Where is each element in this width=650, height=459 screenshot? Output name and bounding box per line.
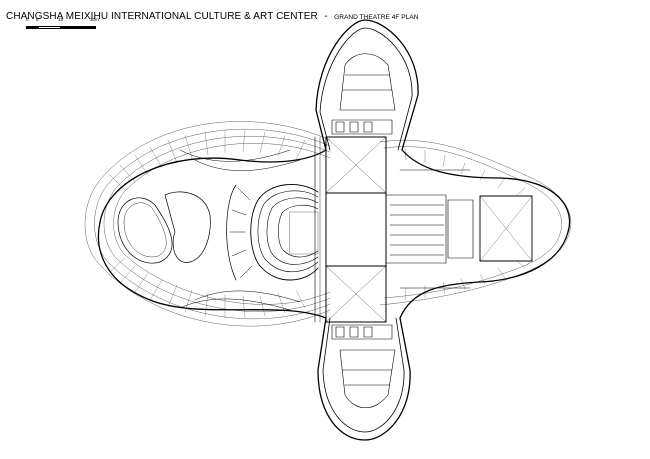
scale-label-0: 0: [26, 17, 29, 22]
west-foyer: [117, 149, 301, 311]
north-wing: [331, 53, 396, 135]
scale-label-5: 5: [36, 17, 39, 22]
drawing-title: CHANGSHA MEIXIHU INTERNATIONAL CULTURE &…: [6, 6, 418, 24]
building-outline: [97, 19, 571, 441]
title-separator: -: [324, 11, 328, 22]
scale-segment-1: [26, 26, 38, 29]
stage-tower: [314, 136, 387, 323]
scale-bar: 0 5 15 30m: [26, 17, 106, 37]
auditorium: [226, 184, 319, 281]
project-name: CHANGSHA MEIXIHU INTERNATIONAL CULTURE &…: [6, 11, 318, 22]
facade-ribs: [109, 129, 526, 319]
south-wing: [331, 324, 396, 409]
scale-segment-3: [60, 26, 96, 29]
facade-mesh: [84, 121, 572, 327]
rear-stage: [385, 169, 533, 289]
scale-label-30m: 30m: [90, 17, 99, 22]
plan-name: GRAND THEATRE 4F PLAN: [334, 14, 419, 21]
scale-label-15: 15: [58, 17, 64, 22]
